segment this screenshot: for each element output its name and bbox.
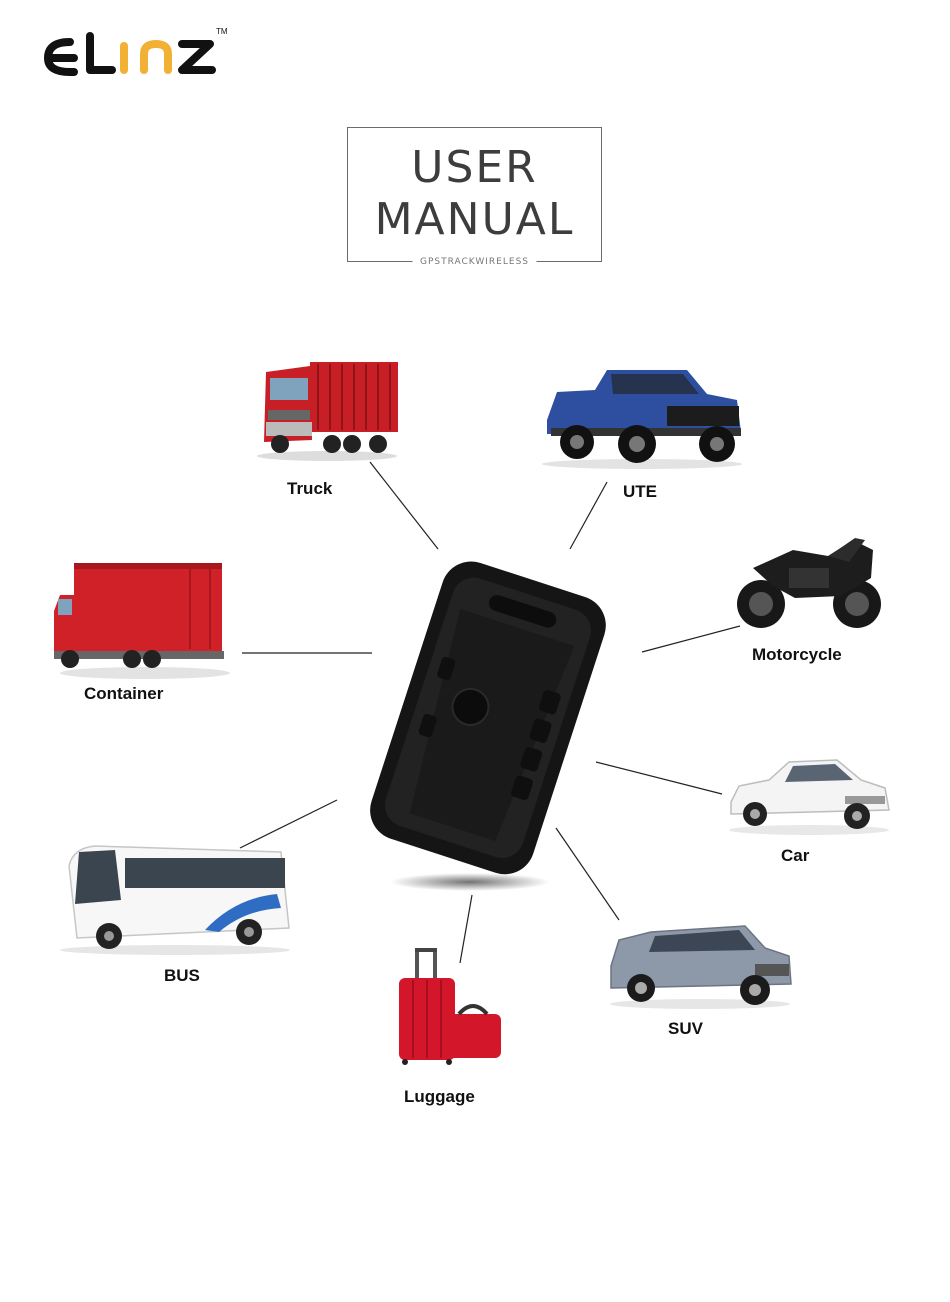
label-car: Car [781,846,809,866]
label-truck: Truck [287,479,332,499]
container-truck-image [50,555,230,680]
ute-image [537,360,747,470]
label-motorcycle: Motorcycle [752,645,842,665]
label-luggage: Luggage [404,1087,475,1107]
car-image [727,752,892,837]
suv-image [605,918,795,1010]
connector-car [596,762,722,794]
connector-truck [370,462,438,549]
connector-ute [570,482,607,549]
bus-image [55,838,295,956]
label-bus: BUS [164,966,200,986]
luggage-image [395,948,507,1066]
gps-tracker-device [350,550,610,895]
label-ute: UTE [623,482,657,502]
motorcycle-image [733,520,888,635]
truck-image [252,352,402,462]
connector-motorcycle [642,626,740,652]
label-container: Container [84,684,163,704]
label-suv: SUV [668,1019,703,1039]
